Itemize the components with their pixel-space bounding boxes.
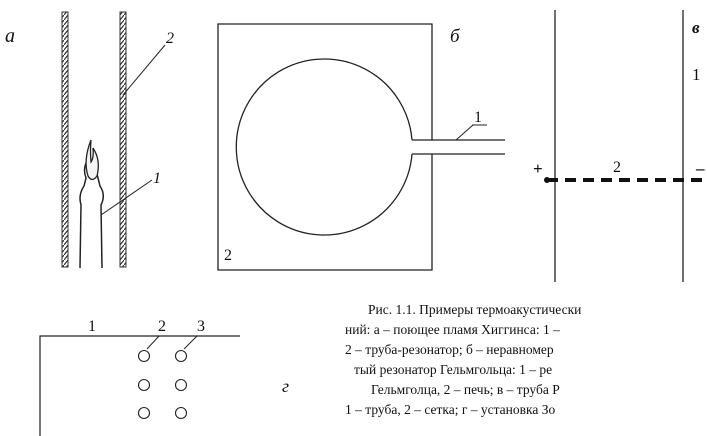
resonator-tube-right-wall: [119, 11, 127, 268]
leader-line-2: [122, 44, 166, 96]
panel-a: а 2 1: [5, 11, 174, 269]
panel-v-letter: в: [692, 18, 700, 37]
label-mesh: 2: [613, 159, 621, 176]
caption-line: тый резонатор Гельмгольца: 1 – ре: [354, 362, 553, 377]
label-g-3: 3: [197, 318, 205, 335]
neck-leader-line: [455, 124, 474, 141]
oven-box: [217, 23, 433, 271]
panel-a-letter: а: [5, 25, 15, 47]
hole-marker: [137, 406, 151, 420]
leader-line-label-3: [183, 335, 198, 350]
panel-b-letter: б: [450, 26, 461, 47]
label-tube: 2: [166, 30, 174, 47]
figure-caption: Рис. 1.1. Примеры термоакустически ний: …: [345, 300, 707, 420]
label-oven: 2: [224, 247, 232, 264]
hole-row-markers: [137, 349, 188, 420]
label-rijke-tube: 1: [692, 65, 701, 84]
leader-line-label-2: [146, 335, 160, 350]
caption-line: ний: а – поющее пламя Хиггинса: 1 –: [345, 322, 560, 337]
resonator-tube-left-wall: [61, 11, 69, 268]
resonator-neck: [412, 139, 505, 155]
panel-b: б 1 2: [217, 23, 505, 271]
caption-line: 2 – труба-резонатор; б – неравномер: [345, 342, 554, 357]
label-burner: 1: [153, 170, 161, 187]
resonator-sphere: [235, 58, 413, 236]
minus-sign: –: [695, 159, 705, 178]
setup-housing: [39, 335, 240, 436]
label-neck: 1: [474, 109, 482, 126]
caption-line: 1 – труба, 2 – сетка; г – установка Зо: [345, 402, 556, 417]
hole-marker: [174, 406, 188, 420]
label-g-2: 2: [158, 318, 166, 335]
mesh-terminal-plus: [544, 177, 550, 183]
hole-marker: [137, 378, 151, 392]
leader-line-1: [100, 179, 153, 216]
flame-icon: [85, 139, 99, 181]
hole-marker: [137, 349, 151, 363]
hole-marker: [174, 378, 188, 392]
panel-v: в 1 + – 2: [533, 10, 707, 282]
label-g-1: 1: [88, 318, 96, 335]
caption-line: Гельмголца, 2 – печь; в – труба Р: [371, 382, 560, 397]
hole-marker: [174, 349, 188, 363]
panel-g-letter: г: [282, 376, 289, 396]
caption-line: Рис. 1.1. Примеры термоакустически: [368, 302, 582, 317]
plus-sign: +: [533, 159, 543, 178]
panel-g: 1 2 3 г: [39, 318, 289, 436]
